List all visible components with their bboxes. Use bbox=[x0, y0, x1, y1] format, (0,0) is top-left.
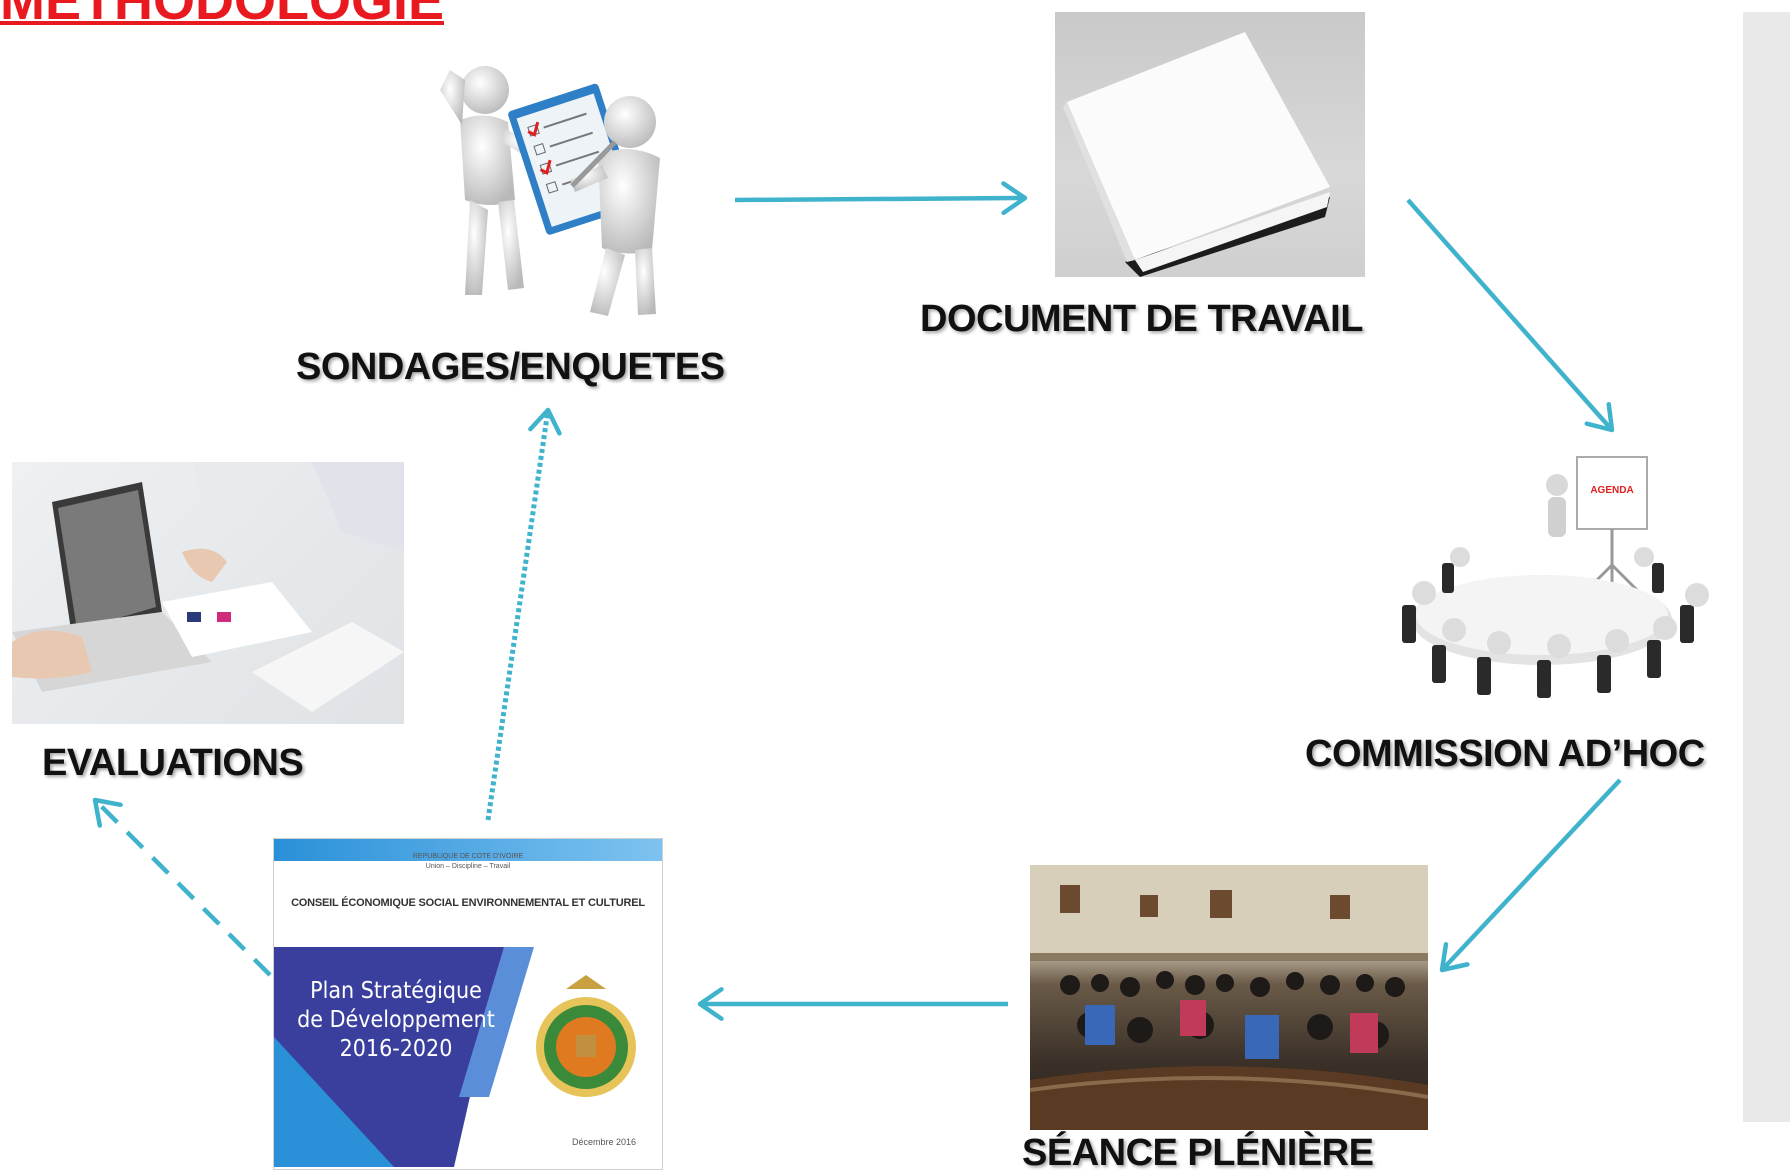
plan-date: Décembre 2016 bbox=[571, 1137, 636, 1147]
seance-label: SÉANCE PLÉNIÈRE bbox=[1022, 1132, 1374, 1174]
laptop-desk-photo bbox=[12, 462, 404, 724]
commission-label: COMMISSION AD’HOC bbox=[1305, 733, 1705, 775]
arrow-commission-to-seance bbox=[1440, 778, 1622, 972]
assembly-hall-photo bbox=[1030, 865, 1428, 1130]
arrow-plan-to-sondages bbox=[485, 409, 551, 821]
arrow-plan-to-evaluations bbox=[93, 798, 272, 977]
arrowhead-document-to-commission bbox=[1584, 401, 1615, 433]
sondages-label: SONDAGES/ENQUETES bbox=[296, 346, 725, 388]
blank-book-icon bbox=[1055, 12, 1365, 277]
arrowhead-commission-to-seance bbox=[1439, 942, 1470, 973]
meeting-table-icon: AGENDA bbox=[1362, 445, 1727, 715]
side-panel bbox=[1743, 12, 1790, 1122]
arrowhead-plan-to-evaluations bbox=[92, 797, 123, 828]
plan-document-cover: REPUBLIQUE DE COTE D'IVOIRE Union – Disc… bbox=[273, 838, 663, 1170]
arrowhead-seance-to-plan bbox=[697, 987, 724, 1021]
arrowhead-plan-to-sondages bbox=[528, 407, 562, 436]
document-label: DOCUMENT DE TRAVAIL bbox=[920, 298, 1363, 340]
plan-republic: REPUBLIQUE DE COTE D'IVOIRE bbox=[412, 853, 524, 860]
plan-organization: CONSEIL ÉCONOMIQUE SOCIAL ENVIRONNEMENTA… bbox=[291, 897, 645, 909]
agenda-text: AGENDA bbox=[1590, 485, 1633, 496]
arrowhead-sondages-to-document bbox=[1001, 181, 1028, 216]
plan-motto: Union – Discipline – Travail bbox=[425, 863, 511, 870]
survey-figures-icon bbox=[420, 50, 700, 325]
plan-title-line1: Plan Stratégique bbox=[310, 978, 482, 1004]
arrow-document-to-commission bbox=[1406, 198, 1614, 432]
page-title: METHODOLOGIE bbox=[0, 0, 444, 31]
arrow-sondages-to-document bbox=[734, 195, 1026, 203]
evaluations-label: EVALUATIONS bbox=[42, 742, 304, 784]
plan-title-line3: 2016-2020 bbox=[339, 1036, 453, 1062]
plan-title-line2: de Développement bbox=[297, 1007, 495, 1033]
